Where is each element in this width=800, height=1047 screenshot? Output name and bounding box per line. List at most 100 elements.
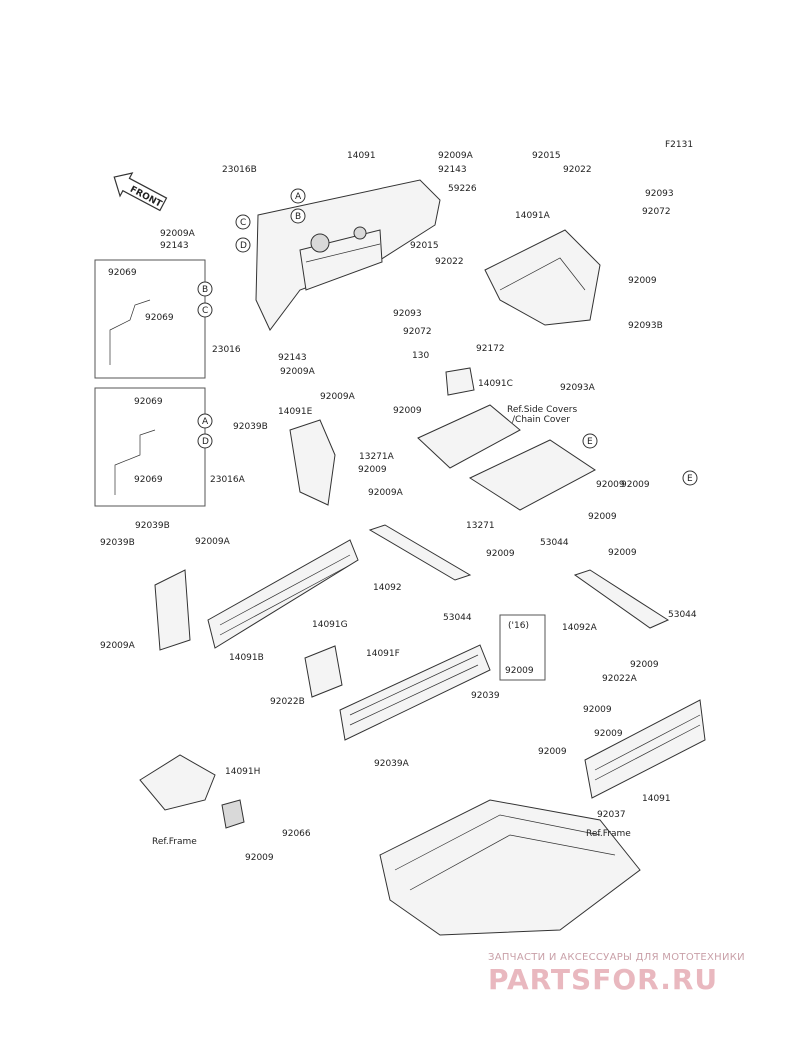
part-label: 53044 — [443, 613, 472, 623]
part-label: 14091C — [478, 379, 513, 389]
part-label: 92009 — [594, 729, 623, 739]
part-label: 14091E — [278, 407, 313, 417]
part-label: 92069 — [108, 268, 137, 278]
part-label: 92069 — [145, 313, 174, 323]
inset-16 — [499, 614, 546, 681]
part-label: 92009A — [280, 367, 316, 377]
part-label: 92039B — [100, 538, 135, 548]
part-label: 92009 — [393, 406, 422, 416]
part-label: 92072 — [403, 327, 432, 337]
part-label: 92015 — [532, 151, 561, 161]
watermark: ЗАПЧАСТИ И АКСЕССУАРЫ ДЛЯ МОТОТЕХНИКИ PA… — [488, 952, 788, 996]
part-label: 92093A — [560, 383, 596, 393]
part-label: 92069 — [134, 475, 163, 485]
cover-14091d — [154, 569, 191, 651]
part-label: 92172 — [476, 344, 505, 354]
svg-text:E: E — [587, 437, 593, 447]
callout-a-1: A — [290, 188, 306, 204]
part-label: 92022A — [602, 674, 638, 684]
part-label: 14091A — [515, 211, 551, 221]
part-label: 92009A — [100, 641, 136, 651]
part-label: 92072 — [642, 207, 671, 217]
part-label: 92009A — [160, 229, 196, 239]
part-label: 92093B — [628, 321, 663, 331]
part-label: 92009 — [608, 548, 637, 558]
svg-text:D: D — [240, 241, 247, 251]
part-label: 92009 — [486, 549, 515, 559]
part-label: 14091 — [347, 151, 376, 161]
svg-text:D: D — [202, 437, 209, 447]
inset-year: ('16) — [508, 621, 529, 631]
part-label: 92143 — [278, 353, 307, 363]
part-label: 92022B — [270, 697, 305, 707]
part-label: 23016A — [210, 475, 246, 485]
callout-c-1: C — [235, 214, 251, 230]
frame — [379, 799, 641, 936]
part-label: 14091 — [642, 794, 671, 804]
part-label: 92022 — [563, 165, 592, 175]
part-label: 92066 — [282, 829, 311, 839]
part-label: 92143 — [438, 165, 467, 175]
part-label: 92009 — [583, 705, 612, 715]
front-arrow-icon: FRONT — [113, 172, 168, 212]
part-label: 14091B — [229, 653, 264, 663]
part-label: 130 — [412, 351, 429, 361]
bracket-14091h — [139, 754, 245, 829]
cover-13271 — [468, 439, 596, 511]
svg-text:C: C — [202, 306, 208, 316]
figure-code: F2131 — [665, 140, 693, 150]
part-label: 92069 — [134, 397, 163, 407]
callout-a-2: A — [197, 413, 213, 429]
part-label: 92009A — [195, 537, 231, 547]
part-label: 14092A — [562, 623, 598, 633]
svg-text:A: A — [295, 192, 302, 202]
part-label: 23016 — [212, 345, 241, 355]
part-label: 92093 — [645, 189, 674, 199]
cover-14091b — [207, 539, 359, 649]
part-label: 92009 — [630, 660, 659, 670]
cover-14091e — [289, 419, 336, 506]
part-label: 92009 — [621, 480, 650, 490]
svg-text:B: B — [202, 285, 208, 295]
cover-13271a — [417, 404, 521, 469]
svg-text:E: E — [687, 474, 693, 484]
callout-c-2: C — [197, 302, 213, 318]
cover-14091i — [584, 699, 706, 799]
cover-14091a — [484, 229, 601, 326]
part-label: 92143 — [160, 241, 189, 251]
part-label: 92009A — [320, 392, 356, 402]
cover-14091f — [339, 644, 491, 741]
callout-b-1: B — [290, 208, 306, 224]
cover-14091g — [304, 645, 343, 698]
watermark-brand: PARTSFOR.RU — [488, 963, 719, 996]
part-label: 92039B — [135, 521, 170, 531]
ref-frame-left: Ref.Frame — [152, 837, 197, 847]
part-label: 23016B — [222, 165, 257, 175]
part-label: 13271A — [359, 452, 395, 462]
watermark-subtitle: ЗАПЧАСТИ И АКСЕССУАРЫ ДЛЯ МОТОТЕХНИКИ — [488, 952, 745, 963]
part-label: 92009 — [596, 480, 625, 490]
part-label: 92009A — [368, 488, 404, 498]
part-label: 13271 — [466, 521, 495, 531]
ref-side-covers: Ref.Side Covers /Chain Cover — [507, 405, 580, 425]
inset-23016 — [94, 259, 206, 379]
part-label: 92009 — [628, 276, 657, 286]
part-label: 92037 — [597, 810, 626, 820]
part-label: 92009A — [438, 151, 474, 161]
part-label: 92039A — [374, 759, 410, 769]
svg-text:C: C — [240, 218, 246, 228]
part-label: 92009 — [538, 747, 567, 757]
part-label: 14091G — [312, 620, 348, 630]
callout-b-2: B — [197, 281, 213, 297]
part-label: 59226 — [448, 184, 477, 194]
callout-e-1: E — [582, 433, 598, 449]
part-label: 14092 — [373, 583, 402, 593]
cover-14091c — [445, 367, 475, 396]
part-label: 92009 — [588, 512, 617, 522]
svg-text:A: A — [202, 417, 209, 427]
dashboard-panel — [255, 179, 441, 331]
part-label: 14091H — [225, 767, 260, 777]
svg-text:B: B — [295, 212, 301, 222]
